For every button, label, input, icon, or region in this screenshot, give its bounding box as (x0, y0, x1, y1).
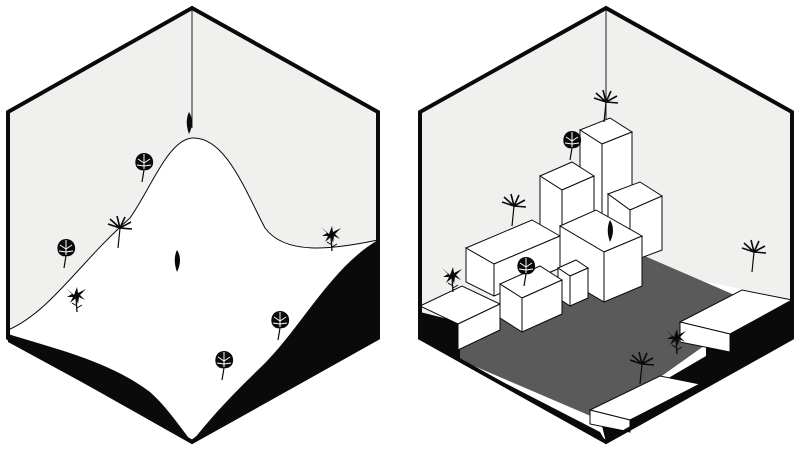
terraces-panel (418, 5, 794, 445)
ground-right (192, 240, 378, 442)
pit-floor (460, 254, 760, 420)
terrace-blocks (464, 117, 664, 333)
ground-left (420, 312, 606, 442)
hexagon-outline (6, 5, 380, 445)
front-step-left (418, 285, 502, 351)
hexagon-outline (418, 5, 794, 445)
front-step-right (588, 289, 794, 433)
terrain-panel (6, 5, 380, 445)
